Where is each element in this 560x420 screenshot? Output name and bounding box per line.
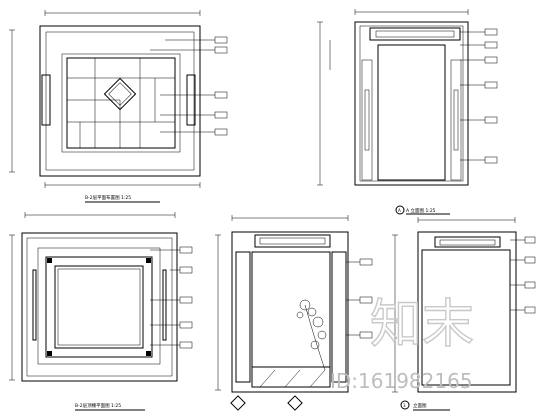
view-2-caption: A 立面图 1:25 bbox=[406, 207, 436, 214]
ceiling-plan-view-1: B-2层平面布置图 1:25 bbox=[9, 10, 228, 203]
view-1-caption: B-2层平面布置图 1:25 bbox=[85, 194, 131, 201]
view-5-marker: 3 bbox=[403, 403, 406, 408]
elevation-view-c: 3 立面图 bbox=[392, 217, 536, 411]
ceiling-plan-view-2: B-2层顶棚平面图 1:25 bbox=[9, 212, 193, 411]
view-5-caption: 立面图 bbox=[413, 402, 427, 409]
watermark-logo-text: 知末 bbox=[370, 295, 474, 355]
elevation-view-b bbox=[215, 215, 373, 411]
view-2-marker: A bbox=[398, 208, 401, 213]
watermark: 知末 ID:161982165 bbox=[330, 294, 475, 393]
watermark-id: ID:161982165 bbox=[330, 369, 473, 393]
elevation-view-a: A A 立面图 1:25 bbox=[317, 9, 498, 215]
view-3-caption: B-2层顶棚平面图 1:25 bbox=[75, 402, 121, 409]
